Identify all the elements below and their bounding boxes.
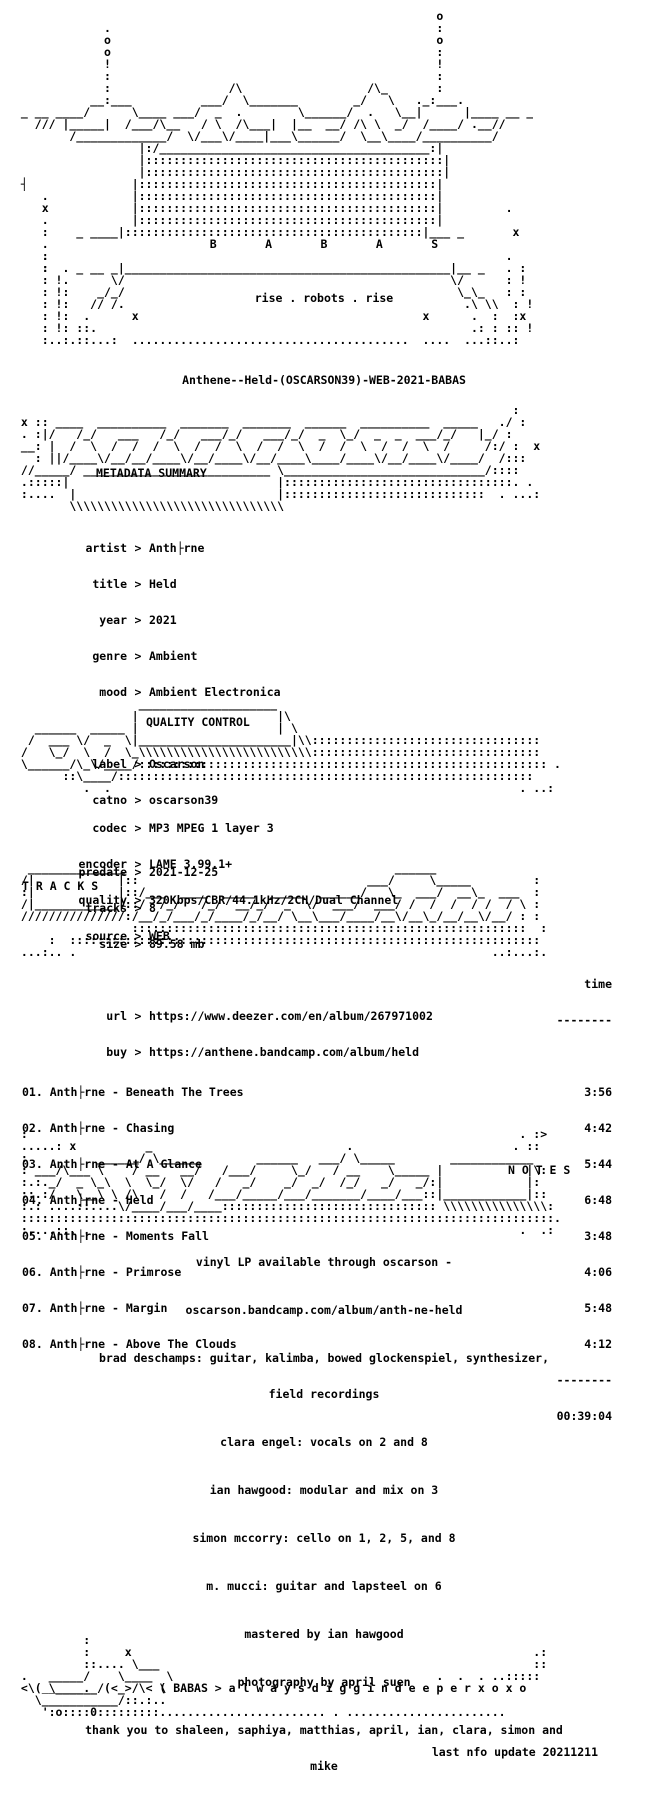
tracklist: time -------- 01. Anth├rne - Beneath The…	[22, 977, 612, 1423]
metadata-heading-art: : x :: ____ __________ _______ _______ _…	[20, 404, 541, 512]
notes-line: mike	[310, 1759, 338, 1773]
meta-row-title: title>Held	[92, 577, 177, 591]
meta-row-artist: artist>Anth├rne	[85, 541, 205, 555]
meta-row-size: size>89.58 mb	[99, 937, 205, 951]
notes-line: thank you to shaleen, saphiya, matthias,…	[85, 1723, 563, 1737]
quality-heading-art: ____________________ | |\ ______ _____ |…	[20, 698, 561, 794]
meta-row-catno: catno>oscarson39	[92, 793, 219, 807]
notes-line: ian hawgood: modular and mix on 3	[209, 1483, 439, 1497]
footer-tagline: < ( BABAS > a l w a y s d i g g i n d e …	[145, 1681, 527, 1695]
banner-art: o . : o o o :	[20, 10, 534, 274]
meta-row-url[interactable]: url>https://www.deezer.com/en/album/2679…	[106, 1009, 433, 1023]
footer-art: : : x .: ::.... \___ :: . _____/ \____ \	[20, 1634, 548, 1694]
quality-control: codec>MP3 MPEG 1 layer 3 encoder>LAME 3.…	[0, 798, 648, 966]
quality-row-codec: codec>MP3 MPEG 1 layer 3	[92, 821, 274, 835]
time-rule: --------	[556, 1013, 612, 1027]
notes-line: brad deschamps: guitar, kalimba, bowed g…	[98, 1351, 550, 1365]
last-update: last nfo update 20211211	[431, 1745, 598, 1759]
meta-row-tracks: tracks>8	[85, 901, 156, 915]
footer-art-lower: \___________/::.:.. ':o::::0:::::::::...…	[34, 1694, 506, 1718]
banner-letters: B A B A S	[209, 237, 439, 251]
notes-body: vinyl LP available through oscarson - os…	[0, 1232, 648, 1796]
meta-row-predate: predate>2021-12-25	[78, 865, 219, 879]
quality-row-encoder: encoder>LAME 3.99.1+	[78, 857, 233, 871]
meta-row-genre: genre>Ambient	[92, 649, 198, 663]
tracks-heading-art: ______________ ______ /| |:: ___/ \_____…	[20, 862, 548, 958]
banner-art-lower: : : _ __ _|_____________________________…	[41, 250, 534, 346]
quality-row-source: source>WEB	[85, 929, 170, 943]
quality-heading: QUALITY CONTROL	[146, 715, 250, 729]
quality-row-quality: quality>320Kbps/CBR/44.1kHz/2CH/Dual Cha…	[78, 893, 399, 907]
notes-line: clara engel: vocals on 2 and 8	[220, 1435, 428, 1449]
tracks-heading: T R A C K S	[22, 879, 99, 893]
time-header: time	[584, 977, 612, 991]
notes-line: vinyl LP available through oscarson -	[195, 1255, 453, 1269]
meta-row-label: label>Oscarson	[92, 757, 205, 771]
notes-line: mastered by ian hawgood	[244, 1627, 404, 1641]
release-name: Anthene--Held-(OSCARSON39)-WEB-2021-BABA…	[182, 373, 466, 387]
meta-row-year: year>2021	[99, 613, 177, 627]
notes-line: field recordings	[268, 1387, 380, 1401]
notes-line: simon mccorry: cello on 1, 2, 5, and 8	[192, 1531, 456, 1545]
notes-heading-art: : . :> .....: x _ . . :: : ______/ \____…	[20, 1128, 561, 1236]
notes-line: m. mucci: guitar and lapsteel on 6	[206, 1579, 442, 1593]
banner-tagline: rise . robots . rise	[254, 291, 394, 305]
notes-line[interactable]: oscarson.bandcamp.com/album/anth-ne-held	[185, 1303, 463, 1317]
meta-row-mood: mood>Ambient Electronica	[99, 685, 281, 699]
notes-line: photography by april suen	[237, 1675, 411, 1689]
notes-heading: N O T E S	[508, 1163, 571, 1177]
total-time: 00:39:04	[556, 1409, 612, 1423]
metadata-heading: METADATA SUMMARY	[96, 466, 207, 480]
footer-tagline-row: \ \______/(<_>/ < ( BABAS > a l w a y s …	[14, 1681, 527, 1695]
metadata-summary: artist>Anth├rne title>Held year>2021 gen…	[0, 518, 648, 1082]
meta-row-buy[interactable]: buy>https://anthene.bandcamp.com/album/h…	[106, 1045, 420, 1059]
